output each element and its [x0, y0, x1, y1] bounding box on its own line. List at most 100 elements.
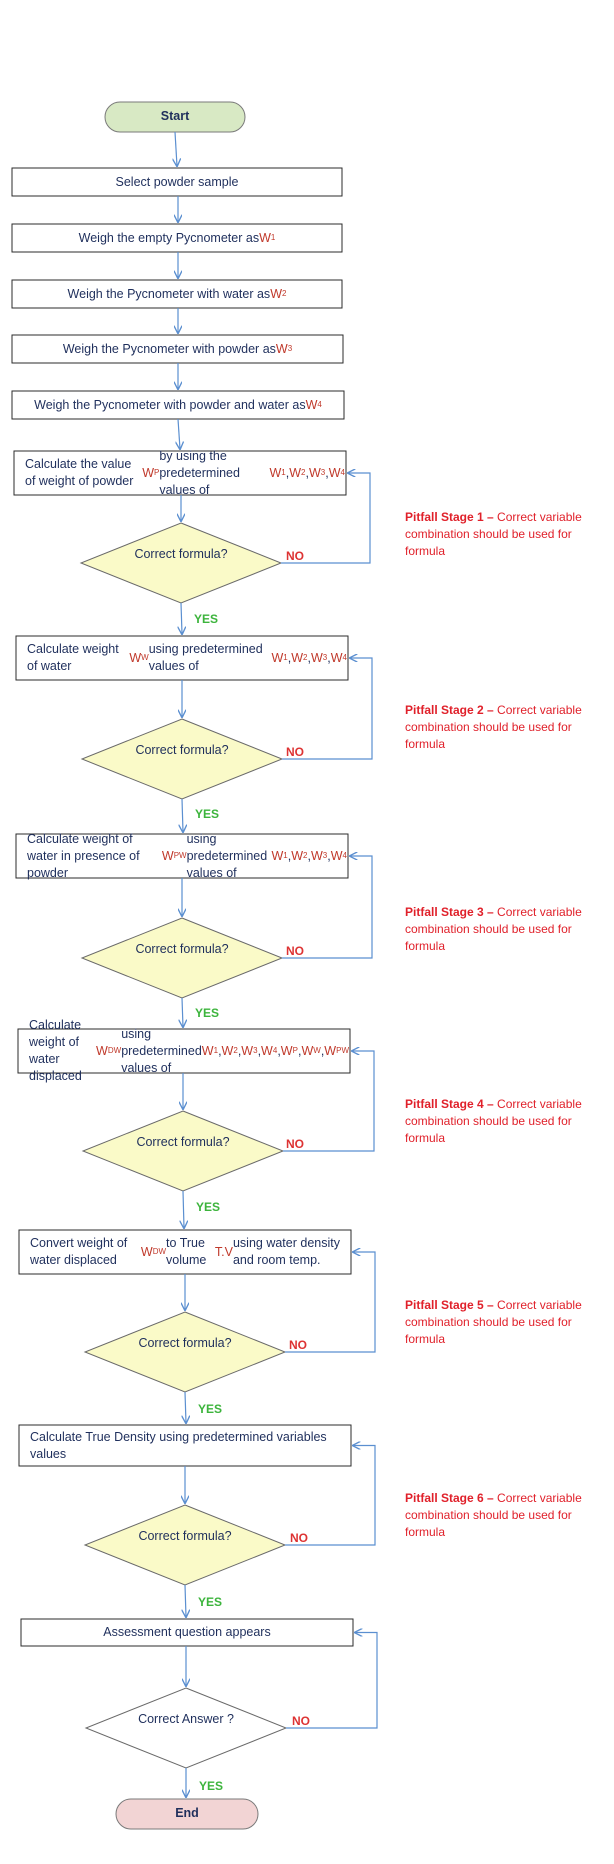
- calc-segment: T.V: [214, 1244, 233, 1259]
- decision-label-5: Correct formula?: [138, 1336, 232, 1350]
- calc-segment: W: [330, 650, 343, 665]
- decision-diamond-4: [81, 1110, 285, 1192]
- decision-label-4: Correct formula?: [136, 1135, 230, 1149]
- calc-segment: Calculate weight of water: [27, 642, 119, 673]
- pitfall-note-2: Pitfall Stage 2 – Correct variable combi…: [405, 702, 595, 753]
- no-label-5: NO: [289, 1338, 307, 1352]
- calc-box-7: [20, 1618, 354, 1647]
- calc-box-1: [13, 450, 347, 496]
- calc-segment: Calculate weight of water in presence of…: [27, 831, 140, 880]
- pitfall-text: Correct variable combination should be u…: [405, 703, 582, 751]
- calc-segment: W: [221, 1043, 234, 1058]
- pitfall-title: Pitfall Stage 4 –: [405, 1097, 494, 1111]
- calc-box-5: [18, 1229, 352, 1275]
- calc-segment: ,: [287, 848, 292, 863]
- calc-segment: W: [289, 465, 302, 480]
- calc-segment: by using the predetermined values of: [159, 448, 240, 497]
- decision-diamond-1: [79, 522, 283, 604]
- calc-segment: using predetermined values of: [148, 642, 263, 673]
- pitfall-note-4: Pitfall Stage 4 – Correct variable combi…: [405, 1096, 595, 1147]
- calc-segment: Calculate True Density using predetermin…: [30, 1429, 327, 1461]
- calc-segment: ,: [307, 650, 311, 665]
- calc-segment: ,: [277, 1043, 281, 1058]
- yes-label-2: YES: [195, 807, 220, 821]
- calc-segment: to True volume: [166, 1236, 207, 1267]
- yes-label-1: YES: [194, 612, 219, 626]
- calc-segment: W: [271, 650, 284, 665]
- pitfall-text: Correct variable combination should be u…: [405, 1298, 582, 1346]
- decision-diamond-2: [80, 718, 284, 800]
- arrow-yes-3: [182, 997, 183, 1027]
- calc-segment: W: [241, 1043, 254, 1058]
- pitfall-title: Pitfall Stage 5 –: [405, 1298, 494, 1312]
- decision-label-3: Correct formula?: [135, 942, 229, 956]
- no-loop-arrow-2: [282, 658, 373, 760]
- yes-label-5: YES: [198, 1402, 223, 1416]
- arrow-yes-2: [182, 798, 183, 832]
- calc-segment: Calculate the value of weight of powder: [25, 457, 134, 488]
- calc-segment: ,: [237, 1043, 242, 1058]
- calc-segment: W: [269, 465, 282, 480]
- calc-segment: ,: [307, 848, 311, 863]
- calc-segment: W: [201, 1043, 214, 1058]
- calc-segment: Assessment question appears: [103, 1625, 271, 1639]
- calc-segment: using predetermined values of: [121, 1026, 202, 1075]
- process-box-5: [11, 390, 345, 420]
- pitfall-note-1: Pitfall Stage 1 – Correct variable combi…: [405, 509, 595, 560]
- calc-segment: ,: [218, 1043, 222, 1058]
- step-segment: Weigh the Pycnometer with powder as: [62, 341, 276, 356]
- no-label-2: NO: [286, 745, 304, 759]
- calc-segment: W: [140, 1244, 153, 1259]
- calc-segment: ,: [305, 465, 309, 480]
- process-box-3: [11, 279, 343, 309]
- decision-label-2: Correct formula?: [135, 743, 229, 757]
- pitfall-title: Pitfall Stage 1 –: [405, 510, 494, 524]
- calc-segment: W: [324, 1043, 337, 1058]
- calc-segment: W: [271, 848, 284, 863]
- step-segment: Select powder sample: [115, 174, 239, 189]
- calc-segment: W: [328, 465, 341, 480]
- calc-step-6: Calculate True Density using predetermin…: [20, 1425, 350, 1466]
- step-segment: W: [259, 230, 271, 245]
- no-loop-arrow-7: [286, 1633, 378, 1729]
- calc-segment: ,: [325, 465, 329, 480]
- process-step-1: Select powder sample: [12, 168, 342, 196]
- no-loop-arrow-5: [285, 1252, 376, 1353]
- decision-diamond-5: [83, 1311, 287, 1393]
- arrow-yes-1: [181, 602, 182, 634]
- calc-segment: W: [129, 650, 142, 665]
- arrow-yes-6: [185, 1584, 186, 1617]
- no-label-7: NO: [292, 1714, 310, 1728]
- calc-segment: ,: [257, 1043, 262, 1058]
- decision-label-1: Correct formula?: [134, 547, 228, 561]
- decision-diamond-7: [84, 1687, 288, 1769]
- step-segment: W: [275, 341, 288, 356]
- pitfall-title: Pitfall Stage 2 –: [405, 703, 494, 717]
- no-loop-arrow-4: [283, 1051, 375, 1152]
- calc-step-3: Calculate weight of water in presence of…: [27, 831, 347, 880]
- yes-label-6: YES: [198, 1595, 223, 1609]
- calc-segment: W: [96, 1043, 108, 1058]
- arrow-yes-4: [183, 1190, 184, 1228]
- pitfall-text: Correct variable combination should be u…: [405, 1097, 582, 1145]
- process-box-1: [11, 167, 343, 197]
- calc-step-7: Assessment question appears: [22, 1619, 352, 1646]
- calc-segment: ,: [327, 650, 331, 665]
- decision-label-6: Correct formula?: [138, 1529, 232, 1543]
- calc-segment: ,: [320, 1043, 325, 1058]
- calc-segment: W: [161, 848, 174, 863]
- calc-segment: Calculate weight of water displaced: [29, 1018, 82, 1083]
- calc-step-1: Calculate the value of weight of powder …: [25, 448, 345, 497]
- pitfall-note-5: Pitfall Stage 5 – Correct variable combi…: [405, 1297, 595, 1348]
- no-loop-arrow-6: [285, 1446, 376, 1546]
- calc-box-4: [17, 1028, 351, 1074]
- calc-segment: ,: [287, 650, 292, 665]
- pitfall-text: Correct variable combination should be u…: [405, 905, 582, 953]
- calc-step-2: Calculate weight of water W W using prede…: [27, 642, 347, 673]
